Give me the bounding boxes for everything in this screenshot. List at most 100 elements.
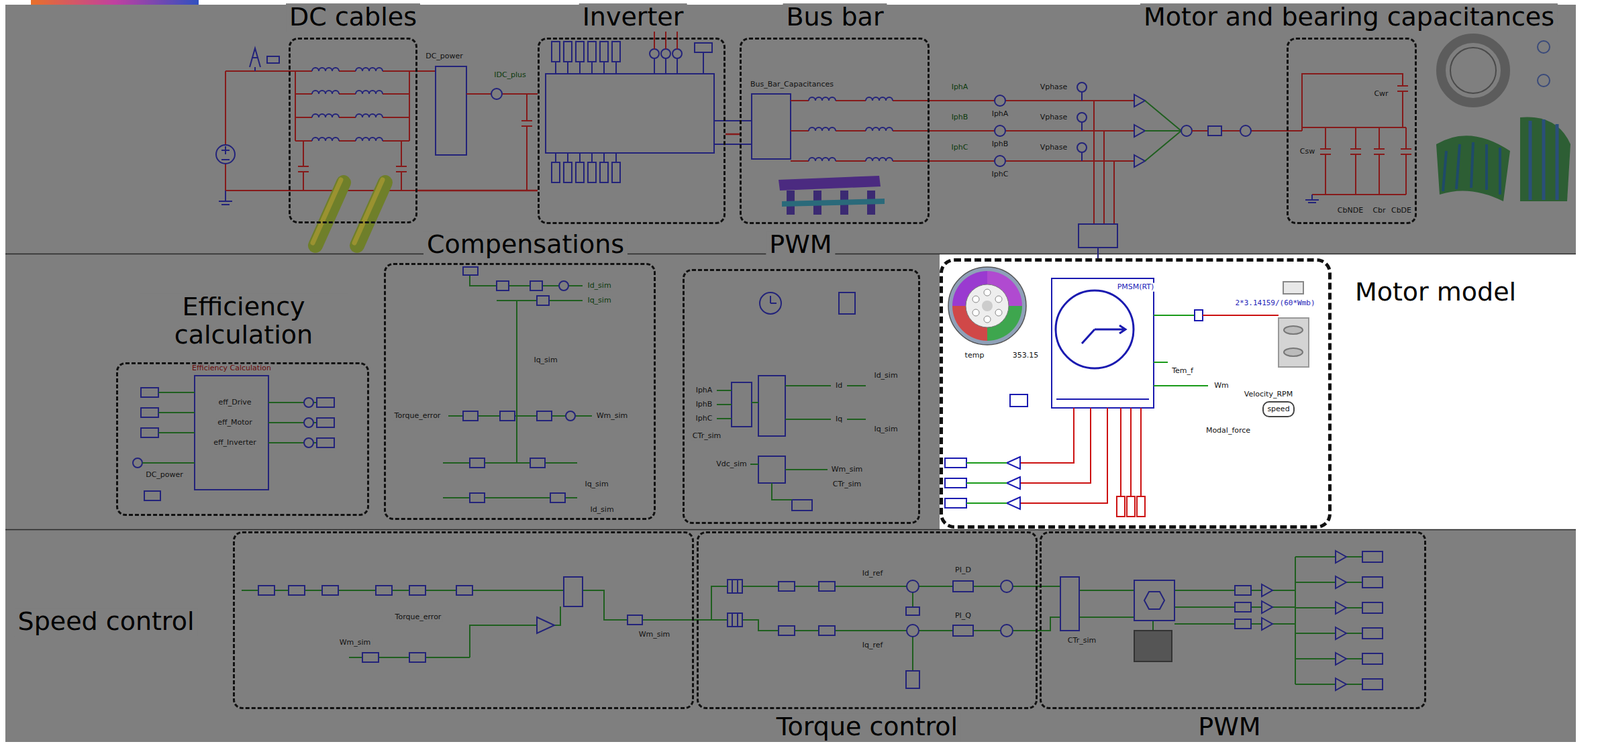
pwm-generator	[1362, 653, 1383, 665]
motor-cross-section	[948, 267, 1027, 345]
cable-model	[354, 179, 383, 243]
motor-cross-section	[981, 300, 993, 312]
signal-label: speed	[1265, 405, 1291, 415]
pwm-generator	[1335, 653, 1347, 666]
signal-label: Iq_sim	[585, 296, 613, 306]
pmsm-block	[1136, 496, 1145, 517]
signal-label: eff_Inverter	[212, 438, 258, 448]
motor-parts-model	[1450, 47, 1496, 94]
signal-label: eff_Motor	[216, 418, 254, 428]
torque-control-blocks	[778, 626, 795, 636]
motor-parts-model	[1520, 117, 1571, 203]
phase-meters	[1134, 94, 1145, 107]
cable-filter	[288, 67, 436, 191]
signal-label: IphA	[694, 386, 715, 396]
compensation-blocks	[496, 281, 509, 291]
panel-ground	[5, 530, 1576, 743]
signal-label: Iq_sim	[872, 425, 899, 435]
efficiency-block	[194, 375, 269, 490]
motor-parts-model	[1436, 135, 1511, 202]
group-heading: Speed control	[14, 608, 198, 637]
signal-label: eff_Drive	[216, 398, 253, 408]
motor-parts-model	[1436, 38, 1571, 202]
speed-control-blocks	[409, 585, 426, 596]
phase-meters	[994, 82, 1303, 259]
dc-source	[216, 48, 296, 205]
compensation-blocks	[463, 267, 478, 276]
compensation-blocks	[550, 493, 566, 503]
pwm-generator	[1335, 551, 1347, 564]
pmsm-block	[1056, 398, 1149, 400]
group-heading: Compensations	[423, 230, 628, 260]
signal-label: Velocity_RPM	[1242, 390, 1294, 400]
pwm-generator	[1261, 601, 1273, 614]
signal-label: IphC	[990, 170, 1011, 180]
speed-control-blocks	[241, 577, 694, 663]
pwm-generator	[1144, 591, 1165, 610]
signal-label: IDC_plus	[492, 71, 528, 80]
bus-bar-circuit	[751, 93, 791, 160]
signal-label: Id_ref	[861, 569, 885, 579]
signal-label: Id_sim	[588, 506, 615, 515]
torque-control-blocks	[953, 625, 974, 637]
group-heading: Torque control	[773, 713, 962, 742]
motor-cross-section	[972, 309, 980, 317]
motor-cross-section	[983, 316, 991, 323]
compensation-blocks	[565, 411, 576, 421]
motor-cross-section	[995, 309, 1003, 317]
speed-control-blocks	[258, 577, 643, 663]
cable-filter	[355, 114, 383, 118]
pwm-measurement	[759, 292, 782, 315]
signal-label: Csw	[1298, 147, 1317, 157]
pwm-measurement	[716, 292, 866, 511]
motor-cross-section	[965, 284, 1009, 328]
compensation-blocks	[559, 281, 569, 291]
speed-control-blocks	[375, 585, 392, 596]
signal-label: IphC	[950, 143, 970, 153]
torque-control-blocks	[727, 613, 743, 627]
bus-bar-circuit	[790, 100, 1135, 225]
dc-source	[218, 48, 280, 205]
pwm-measurement	[758, 375, 786, 437]
inverter-bridge	[555, 61, 617, 163]
inverter-bridge	[649, 48, 660, 59]
signal-label: 353.15	[1011, 351, 1041, 361]
compensation-blocks	[500, 411, 515, 421]
speed-control-blocks	[536, 617, 555, 634]
signal-label: Wm_sim	[637, 630, 672, 640]
pwm-measurement	[731, 382, 752, 427]
signal-label: IphA	[950, 83, 970, 92]
speed-control-blocks	[241, 590, 694, 658]
pmsm-block	[1020, 408, 1141, 504]
efficiency-block	[144, 491, 161, 501]
signal-label: Vphase	[1038, 83, 1070, 92]
efficiency-block	[140, 408, 159, 418]
pmsm-block	[1283, 326, 1303, 335]
group-box: DC cables	[288, 37, 418, 224]
dc-source	[225, 71, 296, 191]
pwm-generator	[1335, 627, 1347, 640]
phase-meters	[994, 155, 1006, 167]
dc-link	[491, 88, 503, 100]
pwm-generator	[1134, 630, 1172, 662]
signal-label: DC_power	[424, 52, 465, 62]
torque-control-blocks	[953, 581, 974, 592]
pwm-generator	[1335, 678, 1347, 691]
group-box: Bus bar	[739, 37, 930, 225]
bus-bar-circuit	[865, 127, 893, 131]
phase-meters	[1208, 126, 1222, 136]
pwm-generator	[1234, 619, 1252, 629]
compensation-blocks	[442, 267, 592, 503]
efficiency-block	[316, 438, 335, 448]
pwm-generator	[1362, 602, 1383, 614]
torque-control-blocks	[818, 581, 835, 592]
bus-bar-circuit	[865, 157, 893, 162]
compensation-blocks	[442, 271, 592, 498]
group-heading: Inverter	[579, 3, 688, 32]
torque-control-blocks	[1000, 580, 1013, 593]
torque-control-blocks	[906, 580, 919, 593]
cable-model	[312, 179, 341, 243]
signal-label: CbDE	[1389, 206, 1413, 216]
dc-link	[466, 93, 538, 191]
phase-meters	[1077, 112, 1087, 123]
